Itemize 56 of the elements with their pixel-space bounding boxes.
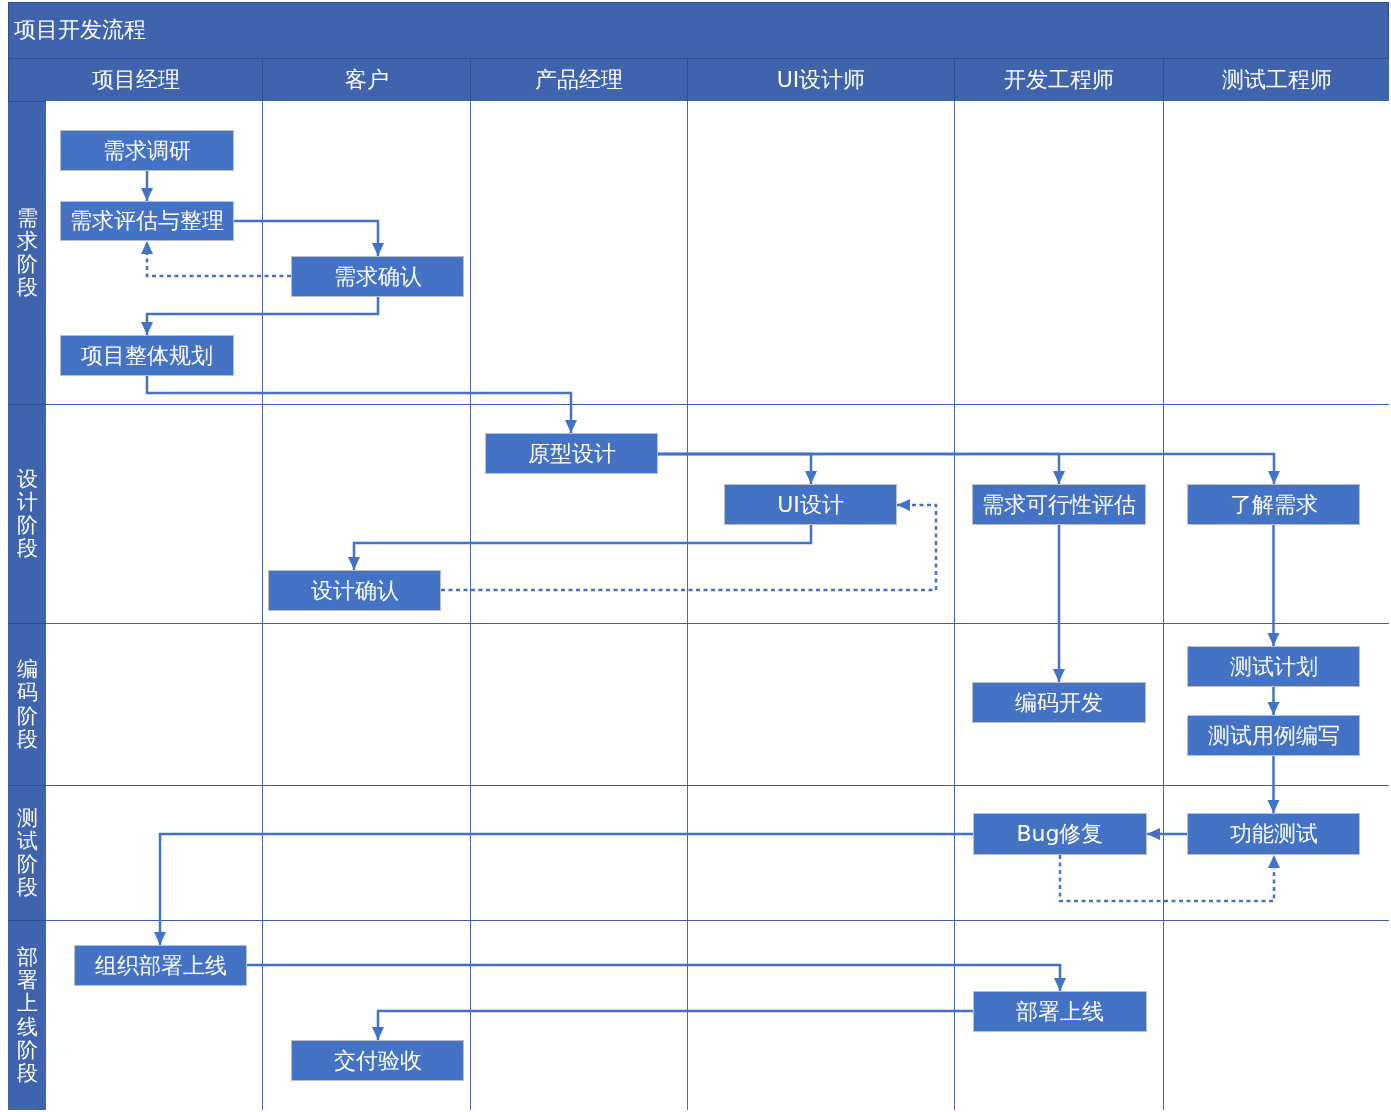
flow-arrow [1267, 756, 1280, 813]
process-box: UI设计 [724, 484, 897, 525]
flow-arrow [1267, 525, 1280, 646]
dashed-arrow [441, 499, 938, 592]
process-box: 需求确认 [291, 256, 464, 297]
flow-arrow [141, 171, 153, 201]
process-box: 测试计划 [1187, 646, 1360, 687]
process-box: 组织部署上线 [74, 945, 247, 986]
column-header [1163, 58, 1389, 101]
diagram-title: 项目开发流程 [14, 17, 146, 43]
flow-arrow [1147, 828, 1187, 840]
column-header [470, 58, 687, 101]
flow-arrow [141, 297, 380, 335]
row-header [8, 101, 46, 404]
column-header-label: 客户 [344, 67, 389, 93]
row-header-label: 部署上线阶段 [16, 946, 38, 1085]
process-box: 需求调研 [60, 130, 234, 171]
dashed-arrow [141, 241, 291, 278]
row-header [8, 785, 46, 920]
flow-arrow [348, 525, 813, 570]
process-box: 部署上线 [973, 991, 1147, 1032]
column-header-label: UI设计师 [776, 67, 866, 93]
row-header [8, 623, 46, 785]
process-box: 需求可行性评估 [972, 484, 1146, 525]
process-box: Bug修复 [973, 813, 1147, 855]
flow-arrow [1267, 687, 1280, 715]
column-header [954, 58, 1163, 101]
flow-arrow [234, 219, 384, 256]
column-header [687, 58, 954, 101]
row-header-label: 测试阶段 [16, 806, 38, 900]
process-box: 编码开发 [972, 682, 1146, 723]
row-header-label: 设计阶段 [16, 467, 38, 561]
flow-arrow [154, 832, 973, 945]
process-box: 功能测试 [1187, 813, 1360, 855]
flow-arrow [1053, 525, 1065, 682]
flow-arrow [145, 376, 577, 433]
column-header [262, 58, 470, 101]
column-header-label: 项目经理 [91, 67, 180, 93]
row-header [8, 920, 46, 1110]
process-box: 测试用例编写 [1187, 715, 1360, 756]
column-header-label: 产品经理 [535, 67, 623, 93]
process-box: 项目整体规划 [60, 335, 234, 376]
flow-arrow [372, 1009, 973, 1040]
process-box: 设计确认 [268, 570, 441, 611]
column-header-label: 测试工程师 [1221, 67, 1332, 93]
row-header-label: 需求阶段 [16, 206, 38, 300]
process-box: 交付验收 [291, 1040, 464, 1081]
flow-arrow [658, 452, 1280, 484]
flow-arrow [247, 963, 1066, 991]
process-box: 了解需求 [1187, 484, 1360, 525]
row-header [8, 404, 46, 623]
process-box: 需求评估与整理 [60, 201, 234, 241]
process-box: 原型设计 [485, 433, 658, 474]
row-header-label: 编码阶段 [16, 658, 38, 751]
dashed-arrow [1058, 855, 1280, 903]
column-header-label: 开发工程师 [1004, 67, 1114, 93]
